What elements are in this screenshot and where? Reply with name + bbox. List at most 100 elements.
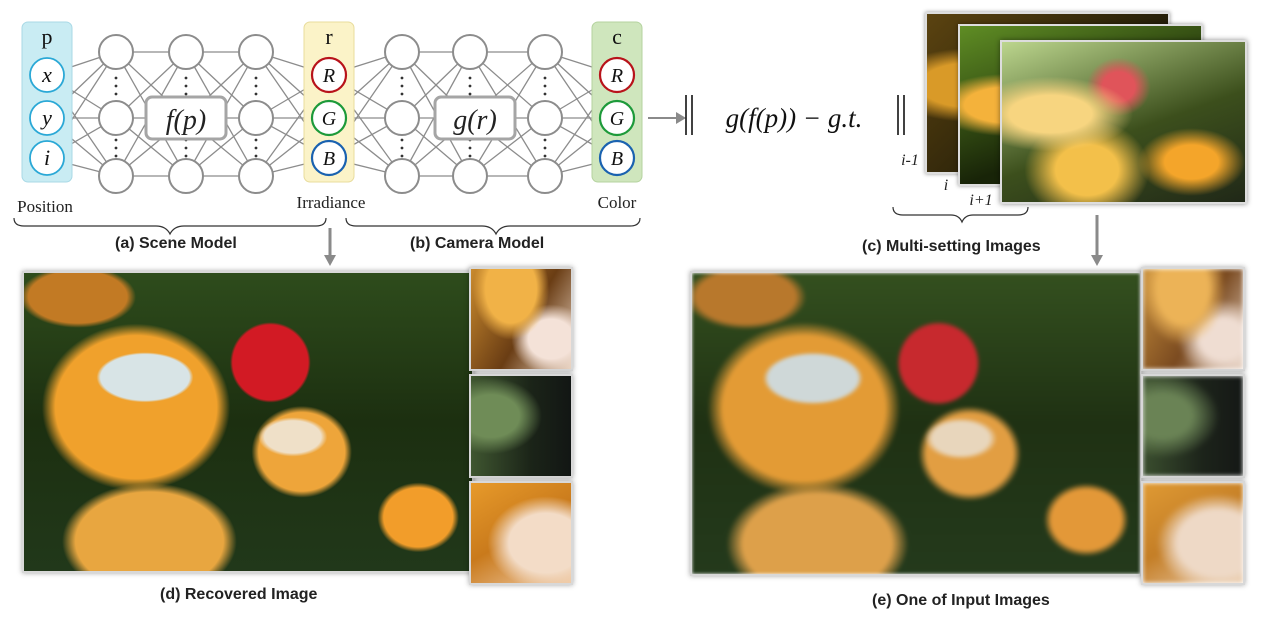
input-image: [690, 271, 1142, 576]
ellipsis-dot: [114, 138, 118, 142]
out-node: [598, 139, 636, 177]
color-node-r-label: R: [610, 65, 623, 87]
ellipsis-dot: [184, 84, 188, 88]
ellipsis-dot: [114, 84, 118, 88]
hidden-node: [384, 158, 420, 194]
recovered-crop-middle: [469, 374, 573, 478]
recovered-crop-top: [469, 267, 573, 371]
hidden-node: [168, 158, 204, 194]
input-image-caption: (e) One of Input Images: [872, 592, 1050, 609]
input-node-y-label: y: [40, 105, 52, 130]
stack-image-next: [1000, 40, 1247, 204]
irradiance-node-b-label: B: [323, 148, 335, 170]
ellipsis-dot: [468, 154, 472, 158]
irr-node: [310, 56, 348, 94]
camera-function-label: g(r): [453, 105, 497, 136]
ellipsis-dot: [254, 154, 258, 158]
ellipsis-dot: [254, 76, 258, 80]
hidden-node: [527, 100, 563, 136]
ellipsis-dot: [400, 138, 404, 142]
ellipsis-dot: [400, 84, 404, 88]
hidden-node: [98, 158, 134, 194]
color-header: c: [612, 24, 622, 49]
ellipsis-dot: [254, 146, 258, 150]
ellipsis-dot: [543, 84, 547, 88]
ellipsis-dot: [184, 146, 188, 150]
recovered-caption: (d) Recovered Image: [160, 586, 318, 603]
multi-setting-caption: (c) Multi-setting Images: [862, 238, 1041, 255]
arrow-to-input-image: [1091, 215, 1103, 266]
irradiance-label: Irradiance: [297, 193, 366, 212]
input-header: p: [42, 24, 53, 49]
ellipsis-dot: [254, 84, 258, 88]
arrow-to-loss: [648, 112, 686, 124]
out-node: [598, 56, 636, 94]
ellipsis-dot: [254, 92, 258, 96]
ellipsis-dot: [114, 154, 118, 158]
out-node: [598, 99, 636, 137]
ellipsis-dot: [114, 146, 118, 150]
hidden-node: [527, 158, 563, 194]
input-node: [29, 100, 65, 136]
input-node: [29, 140, 65, 176]
camera-model-caption: (b) Camera Model: [410, 235, 545, 252]
ellipsis-dot: [400, 146, 404, 150]
recovered-image: [22, 271, 474, 573]
ellipsis-dot: [468, 92, 472, 96]
ellipsis-dot: [543, 92, 547, 96]
hidden-node: [384, 34, 420, 70]
input-crop-bottom: [1141, 481, 1245, 585]
input-node-x-label: x: [41, 62, 52, 87]
input-crop-top: [1141, 267, 1245, 371]
ellipsis-dot: [468, 76, 472, 80]
hidden-node: [452, 34, 488, 70]
ellipsis-dot: [114, 92, 118, 96]
scene-function-box: [144, 95, 228, 141]
ellipsis-dot: [400, 154, 404, 158]
ellipsis-dot: [543, 138, 547, 142]
irradiance-header: r: [325, 24, 333, 49]
hidden-node: [452, 158, 488, 194]
position-label: Position: [17, 197, 73, 216]
irradiance-node-r-label: R: [322, 65, 335, 87]
ellipsis-dot: [184, 92, 188, 96]
hidden-node: [527, 34, 563, 70]
hidden-node: [238, 34, 274, 70]
ellipsis-dot: [184, 76, 188, 80]
ellipsis-dot: [543, 154, 547, 158]
frame-label-prev: i-1: [901, 152, 919, 169]
arrow-to-recovered: [324, 228, 336, 266]
loss-expression: g(f(p)) − g.t.: [685, 95, 905, 135]
hidden-node: [98, 34, 134, 70]
scene-model-brace: [13, 217, 327, 236]
input-crop-middle: [1141, 374, 1245, 478]
input-node-i-label: i: [44, 145, 50, 170]
color-label: Color: [598, 193, 637, 212]
input-node: [29, 57, 65, 93]
frame-label-current: i: [944, 177, 948, 194]
hidden-node: [98, 100, 134, 136]
ellipsis-dot: [400, 76, 404, 80]
multi-setting-brace: [892, 206, 1029, 224]
camera-model-brace: [345, 217, 641, 236]
ellipsis-dot: [543, 76, 547, 80]
irr-node: [310, 139, 348, 177]
color-node-b-label: B: [611, 148, 623, 170]
hidden-node: [384, 100, 420, 136]
irr-node: [310, 99, 348, 137]
frame-label-next: i+1: [969, 192, 992, 209]
ellipsis-dot: [468, 84, 472, 88]
hidden-node: [238, 100, 274, 136]
ellipsis-dot: [184, 154, 188, 158]
color-node-g-label: G: [610, 108, 625, 130]
irradiance-node-g-label: G: [322, 108, 337, 130]
recovered-crop-bottom: [469, 481, 573, 585]
hidden-node: [238, 158, 274, 194]
ellipsis-dot: [468, 146, 472, 150]
scene-model-caption: (a) Scene Model: [115, 235, 237, 252]
camera-function-box: [433, 95, 517, 141]
loss-formula: g(f(p)) − g.t.: [726, 103, 863, 133]
ellipsis-dot: [400, 92, 404, 96]
